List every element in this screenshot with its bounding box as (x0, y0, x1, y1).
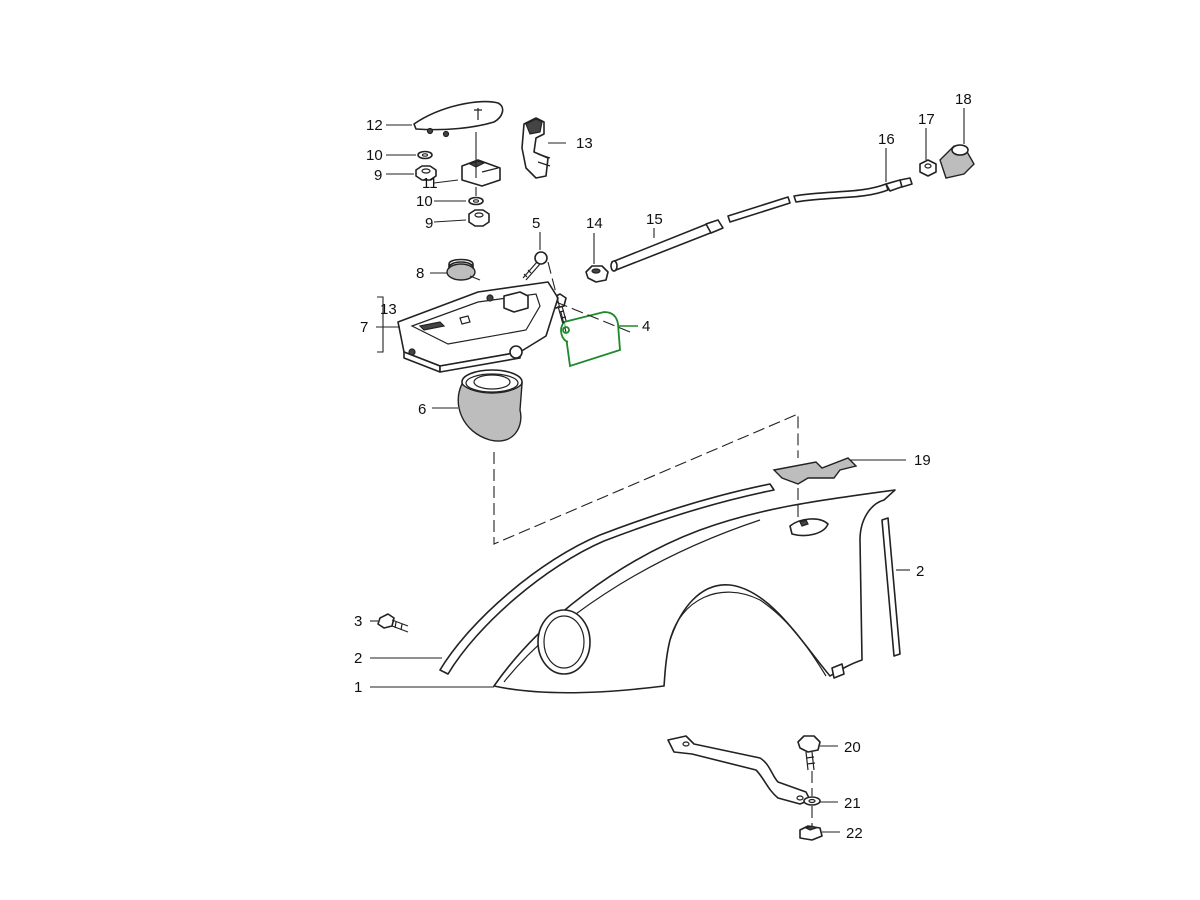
part-14-nut[interactable] (585, 265, 609, 283)
callout-9-upper: 9 (374, 167, 382, 184)
part-11-bracket[interactable] (461, 159, 501, 187)
callout-2-rear: 2 (916, 563, 924, 580)
part-2-trim-strip-rear[interactable] (881, 517, 901, 657)
callout-13-housing: 13 (380, 301, 397, 318)
part-8-grommet[interactable] (446, 258, 481, 281)
callout-15: 15 (646, 211, 663, 228)
part-6-filler-boot[interactable] (457, 369, 523, 442)
callout-12: 12 (366, 117, 383, 134)
part-5-screw-upper[interactable] (522, 251, 548, 281)
part-21-support-strap[interactable] (667, 735, 811, 805)
callout-13-latch: 13 (576, 135, 593, 152)
part-2-trim-strip-fender[interactable] (439, 483, 775, 675)
callout-2-front: 2 (354, 650, 362, 667)
part-9-nut-upper[interactable] (415, 165, 437, 181)
callout-20: 20 (844, 739, 861, 756)
callout-18: 18 (955, 91, 972, 108)
part-7-filler-housing[interactable] (397, 281, 559, 373)
callout-14: 14 (586, 215, 603, 232)
part-18-pull-knob[interactable] (939, 144, 975, 179)
part-19-support-plate[interactable] (772, 457, 858, 485)
part-16-cable[interactable] (727, 177, 913, 223)
callout-11: 11 (422, 175, 438, 192)
callout-10-upper: 10 (366, 147, 383, 164)
callout-16: 16 (878, 131, 895, 148)
callout-22: 22 (846, 825, 863, 842)
callout-5: 5 (532, 215, 540, 232)
part-15-cable-sleeve[interactable] (610, 219, 724, 272)
part-9-nut-lower[interactable] (468, 209, 490, 227)
assembly-lines (475, 187, 813, 826)
part-3-screw[interactable] (377, 613, 409, 633)
part-10-washer-lower[interactable] (468, 196, 484, 206)
part-21-washer[interactable] (803, 796, 821, 806)
part-22-clip-nut[interactable] (799, 825, 823, 841)
callout-9-lower: 9 (425, 215, 433, 232)
part-13-latch[interactable] (521, 117, 551, 179)
callout-17: 17 (918, 111, 935, 128)
callout-3: 3 (354, 613, 362, 630)
part-12-fuel-flap-cover[interactable] (413, 100, 504, 138)
callout-1: 1 (354, 679, 362, 696)
part-20-bolt[interactable] (797, 735, 821, 771)
callout-4: 4 (642, 318, 650, 335)
part-17-nut[interactable] (919, 159, 937, 177)
part-4-flap-door[interactable] (560, 311, 621, 368)
part-1-front-fender[interactable] (493, 489, 896, 694)
callout-7: 7 (360, 319, 368, 336)
callout-19: 19 (914, 452, 931, 469)
callout-10-lower: 10 (416, 193, 433, 210)
part-10-washer-upper[interactable] (417, 150, 433, 160)
callout-8: 8 (416, 265, 424, 282)
leader-lines (370, 108, 965, 833)
callout-labels: 12 13 10 9 11 10 9 5 14 15 16 17 18 8 13… (354, 91, 972, 842)
callout-21: 21 (844, 795, 861, 812)
callout-6: 6 (418, 401, 426, 418)
